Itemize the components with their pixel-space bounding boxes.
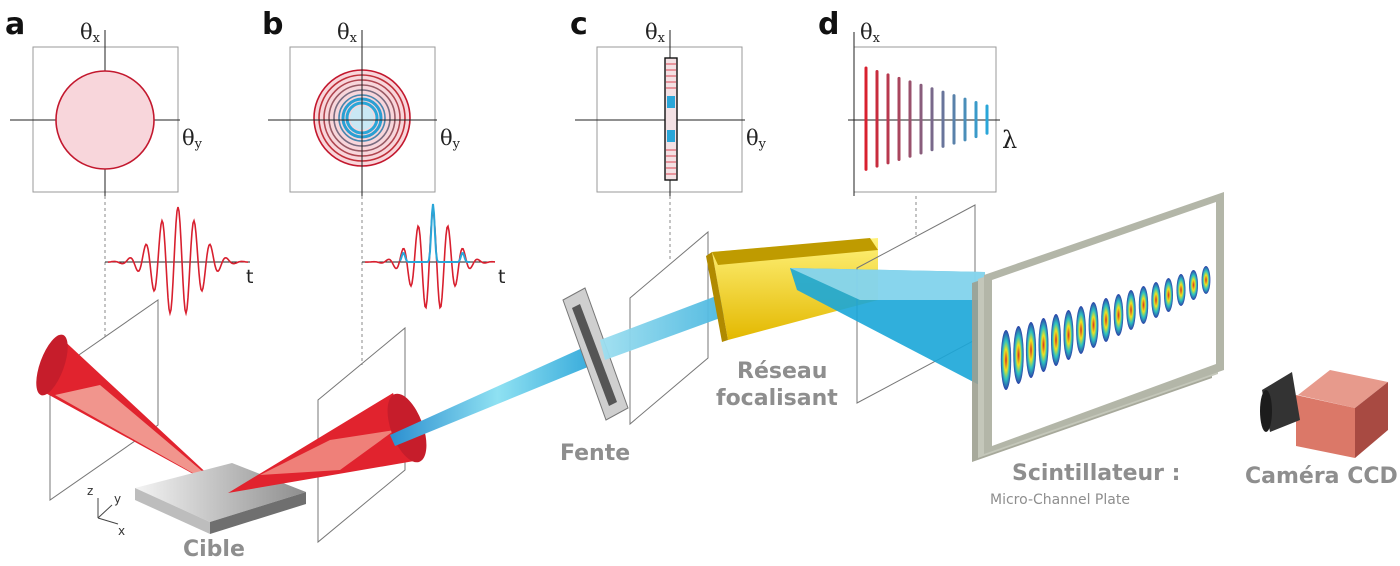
label-grating-line1: Réseau bbox=[737, 359, 828, 384]
axis3d-z: z bbox=[87, 484, 94, 498]
harmonic-spot bbox=[1176, 274, 1186, 306]
observation-plane-b bbox=[317, 326, 406, 544]
xuv-beam bbox=[390, 340, 605, 446]
harmonic-spot bbox=[1151, 282, 1161, 318]
spectral-lines bbox=[864, 66, 989, 171]
time-label-b: t bbox=[498, 266, 506, 288]
harmonic-spot bbox=[1126, 290, 1136, 330]
axis-label-c-horizontal: θy bbox=[746, 126, 767, 152]
panel-label-d: d bbox=[818, 7, 840, 42]
harmonic-spot bbox=[1113, 294, 1124, 336]
panel-label-a: a bbox=[5, 7, 26, 42]
harmonic-spot bbox=[1038, 318, 1049, 372]
label-target: Cible bbox=[183, 537, 245, 562]
harmonic-spot bbox=[1051, 314, 1061, 366]
axis-label-a-vertical: θx bbox=[80, 20, 100, 46]
harmonic-spot bbox=[1101, 298, 1111, 342]
guide-lines bbox=[104, 196, 917, 365]
time-label-a: t bbox=[246, 266, 254, 288]
panel-a bbox=[10, 30, 180, 196]
axis-label-a-horizontal: θy bbox=[182, 126, 203, 152]
panel-label-b: b bbox=[262, 7, 284, 42]
observation-plane-c bbox=[629, 230, 709, 426]
focusing-grating bbox=[706, 238, 878, 342]
panel-label-c: c bbox=[570, 7, 588, 42]
label-mcp: Micro-Channel Plate bbox=[990, 492, 1130, 508]
slit bbox=[562, 287, 629, 421]
axis3d-x: x bbox=[118, 524, 126, 538]
harmonic-spot bbox=[1076, 306, 1086, 354]
label-camera: Caméra CCD bbox=[1245, 464, 1398, 489]
ccd-camera bbox=[1260, 370, 1388, 458]
panel-c bbox=[575, 30, 745, 196]
harmonic-spot bbox=[1164, 278, 1173, 312]
beam-profile-circle bbox=[55, 70, 155, 170]
harmonic-spot bbox=[1201, 266, 1211, 294]
label-slit: Fente bbox=[560, 441, 631, 466]
waveform-b bbox=[362, 203, 496, 310]
diffracted-beams bbox=[790, 268, 985, 388]
harmonic-spot bbox=[1138, 286, 1149, 324]
axis3d-y: y bbox=[114, 492, 122, 506]
harmonic-spot bbox=[1063, 310, 1074, 360]
reflected-laser-cone bbox=[228, 393, 427, 493]
panel-b bbox=[268, 30, 437, 196]
incident-laser-cone bbox=[36, 334, 228, 493]
harmonic-spot bbox=[1025, 322, 1037, 378]
harmonic-spot bbox=[1013, 326, 1024, 384]
waveform-a bbox=[105, 206, 250, 317]
axis-label-c-vertical: θx bbox=[645, 20, 665, 46]
axis-label-b-horizontal: θy bbox=[440, 126, 461, 152]
axis-label-d-horizontal: λ bbox=[1002, 126, 1018, 154]
label-grating-line2: focalisant bbox=[716, 386, 838, 411]
observation-plane-a bbox=[49, 299, 159, 501]
label-scintillator: Scintillateur : bbox=[1012, 461, 1181, 486]
harmonic-spot bbox=[1189, 270, 1198, 300]
mcp-harmonic-spots bbox=[1000, 266, 1211, 390]
axis-label-d-vertical: θx bbox=[860, 20, 880, 46]
harmonic-spot bbox=[1088, 302, 1099, 348]
axes-3d-icon bbox=[97, 498, 119, 525]
axis-label-b-vertical: θx bbox=[337, 20, 357, 46]
harmonic-spot bbox=[1000, 330, 1012, 390]
